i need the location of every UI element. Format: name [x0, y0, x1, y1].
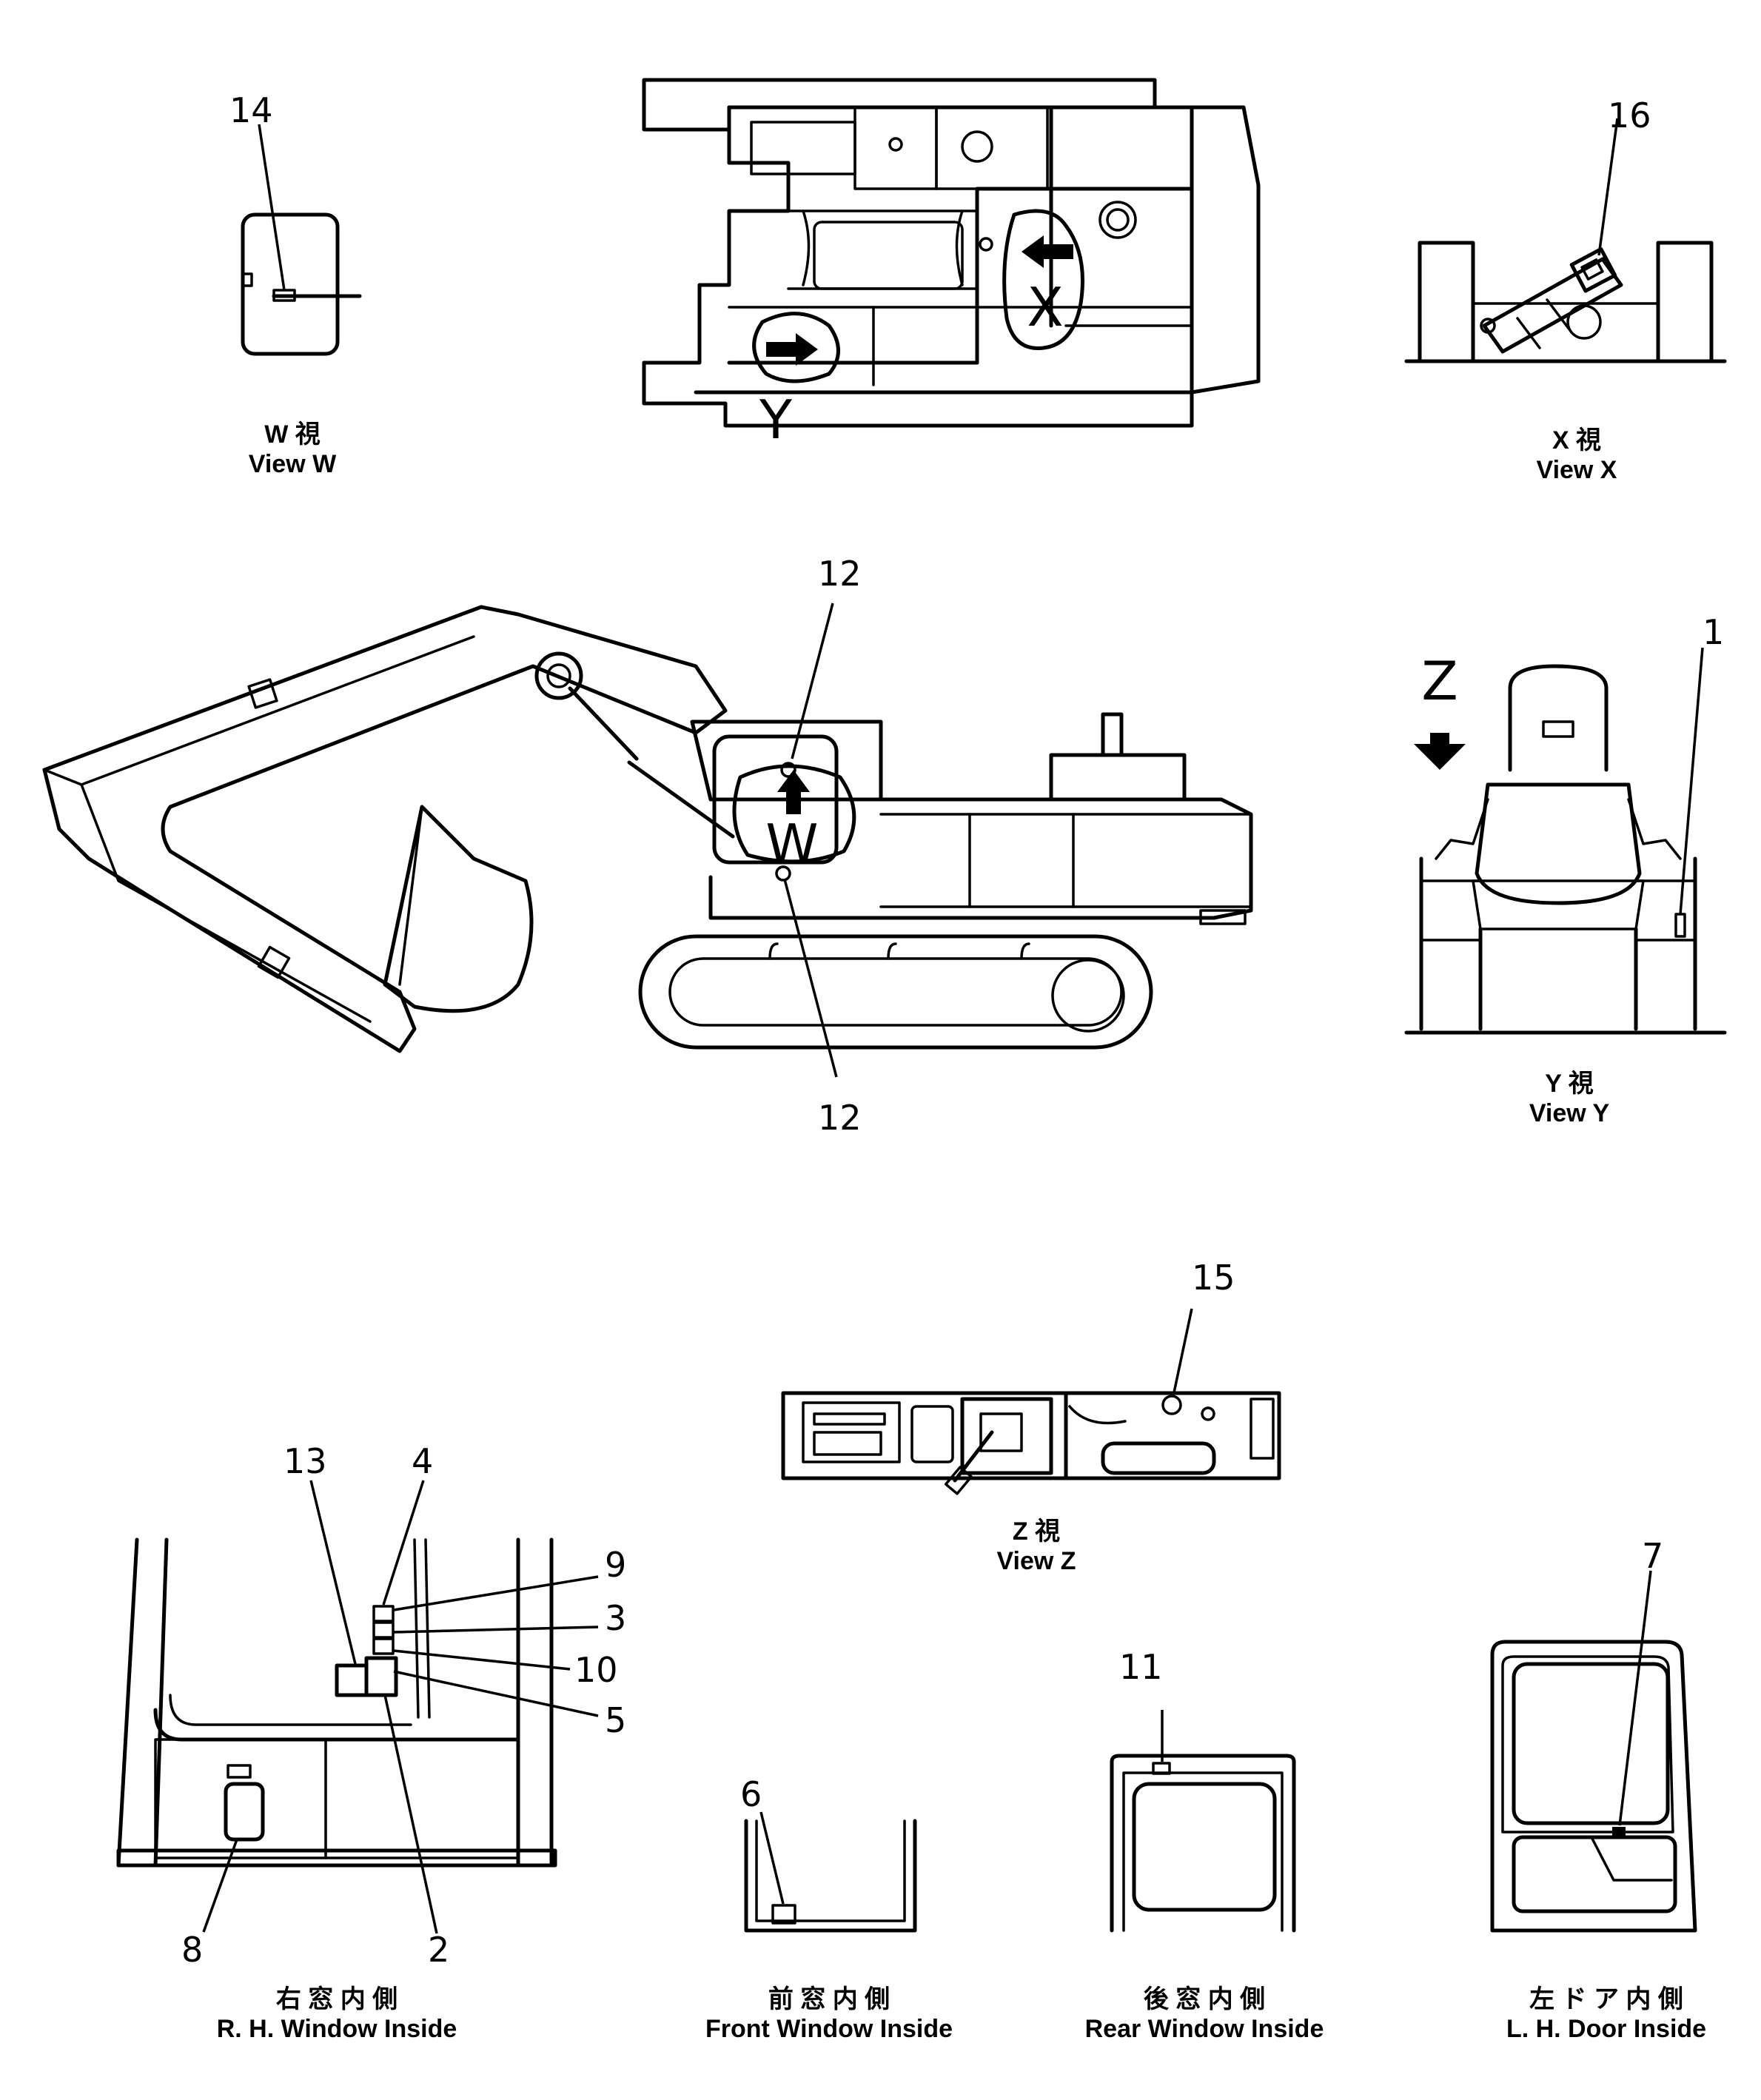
excavator-side-figure: W 12 12 — [42, 554, 1253, 1138]
front-window-figure: 6 前 窓 内 側 Front Window Inside — [705, 1774, 953, 2043]
callout-6: 6 — [740, 1774, 762, 1814]
lh-door-caption-en: L. H. Door Inside — [1506, 2015, 1706, 2043]
callout-4: 4 — [412, 1441, 433, 1481]
marker-z: Z — [1421, 650, 1458, 712]
callout-2: 2 — [428, 1930, 449, 1970]
marker-y: Y — [759, 389, 793, 451]
rear-window-caption-ja: 後 窓 内 側 — [1144, 1985, 1265, 2013]
leader-9 — [393, 1575, 599, 1611]
view-x-figure: 16 X 視 View X — [1404, 95, 1727, 484]
leader-10 — [393, 1649, 571, 1671]
leader-13 — [309, 1480, 357, 1665]
view-x-caption-ja: X 視 — [1552, 426, 1601, 454]
leader-1 — [1679, 647, 1704, 915]
marker-w: W — [765, 813, 818, 875]
callout-11: 11 — [1119, 1647, 1163, 1687]
leader-7 — [1618, 1570, 1652, 1826]
callout-10: 10 — [574, 1650, 618, 1690]
rh-window-figure: 13 4 9 3 10 5 2 8 右 窓 内 側 R. H. Window I… — [116, 1441, 626, 2043]
callout-12-bottom: 12 — [818, 1098, 862, 1138]
callout-1: 1 — [1703, 612, 1724, 652]
rear-window-caption-en: Rear Window Inside — [1085, 2015, 1324, 2043]
view-z-caption-ja: Z 視 — [1013, 1517, 1060, 1546]
leader-14 — [258, 124, 286, 291]
leader-12-bottom — [783, 879, 838, 1078]
callout-3: 3 — [605, 1598, 626, 1638]
leader-8 — [202, 1839, 238, 1933]
callout-8: 8 — [181, 1930, 203, 1970]
callout-9: 9 — [605, 1545, 626, 1585]
lh-door-caption-ja: 左 ド ア 内 側 — [1529, 1985, 1683, 2013]
leader-4 — [382, 1480, 425, 1606]
leader-6 — [759, 1811, 785, 1905]
rh-window-caption-en: R. H. Window Inside — [217, 2015, 457, 2043]
front-window-caption-ja: 前 窓 内 側 — [768, 1985, 890, 2013]
lh-door-figure: 7 左 ド ア 内 側 L. H. Door Inside — [1490, 1536, 1706, 2043]
leader-16 — [1597, 118, 1619, 256]
leader-12-top — [791, 603, 834, 759]
callout-16: 16 — [1608, 95, 1651, 135]
rh-window-caption-ja: 右 窓 内 側 — [276, 1985, 398, 2013]
view-z-figure: 15 Z 視 View Z — [781, 1258, 1281, 1575]
view-w-caption-ja: W 視 — [264, 420, 321, 449]
top-plan-figure: X Y — [642, 78, 1261, 451]
callout-12-top: 12 — [818, 554, 862, 594]
view-w-caption-en: View W — [249, 450, 337, 478]
front-window-caption-en: Front Window Inside — [705, 2015, 953, 2043]
leader-2 — [383, 1694, 438, 1934]
leader-3 — [393, 1626, 599, 1634]
rear-window-figure: 11 後 窓 内 側 Rear Window Inside — [1085, 1647, 1324, 2043]
leader-15 — [1172, 1308, 1193, 1397]
callout-5: 5 — [605, 1700, 626, 1740]
callout-15: 15 — [1192, 1258, 1235, 1298]
callout-7: 7 — [1642, 1536, 1663, 1576]
view-y-figure: Z 1 Y 視 View Y — [1404, 612, 1727, 1127]
callout-13: 13 — [284, 1441, 327, 1481]
view-y-caption-ja: Y 視 — [1545, 1070, 1594, 1098]
leader-5 — [393, 1670, 599, 1717]
callout-14: 14 — [229, 90, 273, 130]
marker-x: X — [1027, 276, 1063, 338]
view-x-caption-en: View X — [1537, 456, 1617, 484]
view-y-caption-en: View Y — [1529, 1099, 1610, 1127]
view-w-figure: 14 W 視 View W — [229, 90, 362, 478]
view-z-caption-en: View Z — [996, 1547, 1076, 1575]
